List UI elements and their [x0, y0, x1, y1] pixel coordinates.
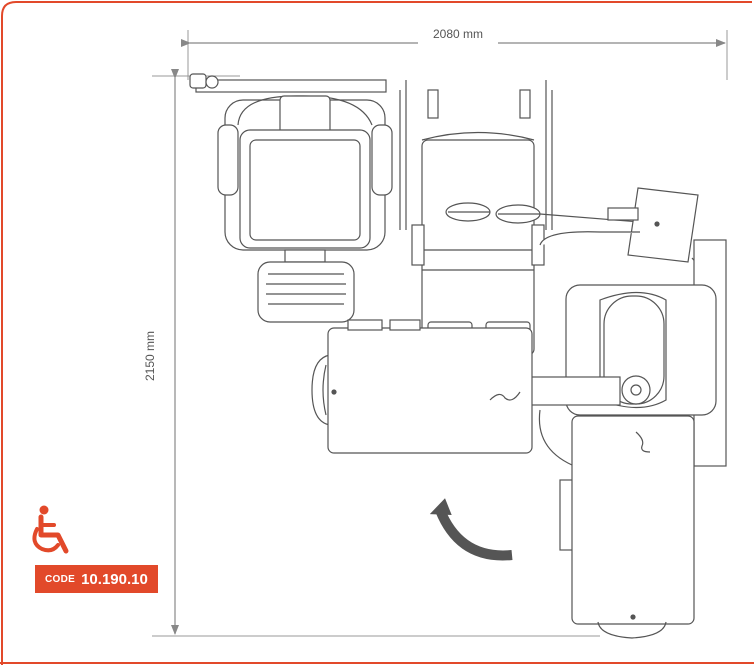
patient-chair [189, 73, 393, 323]
monitor [607, 187, 699, 263]
code-badge: CODE 10.190.10 [35, 565, 158, 593]
width-label-bg [418, 34, 498, 50]
connector-bar [529, 376, 621, 406]
code-prefix: CODE [45, 573, 76, 585]
wheelchair-icon [32, 505, 88, 555]
right-cabinet [538, 409, 695, 639]
handpiece-tray [445, 202, 641, 224]
wheelchair-icon-graphic [32, 505, 69, 554]
rotation-arrow [429, 498, 513, 561]
width-dimension-label: 2080 mm [433, 27, 483, 41]
left-cabinet [311, 319, 533, 454]
depth-dimension-label: 2150 mm [143, 331, 157, 381]
code-value: 10.190.10 [81, 570, 148, 588]
